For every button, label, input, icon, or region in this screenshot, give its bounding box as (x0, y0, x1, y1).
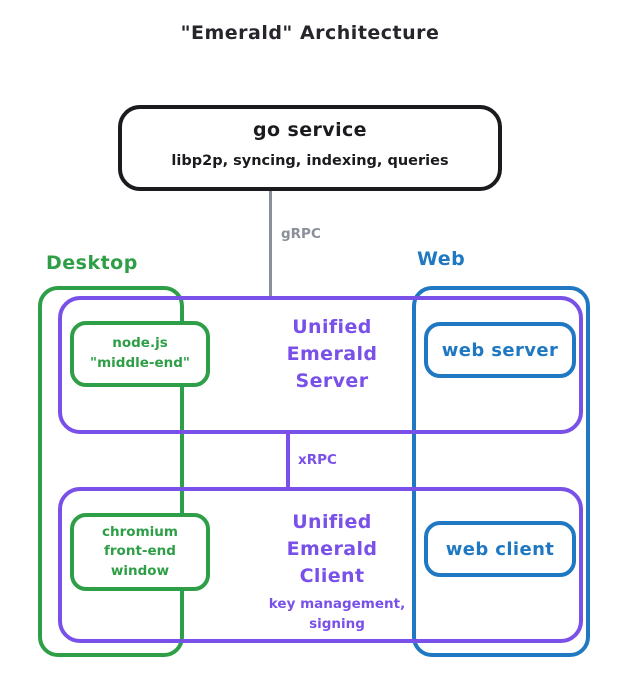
unified-emerald-client-band: Unified Emerald Client key management, s… (58, 487, 583, 643)
unified-emerald-server-band: Unified Emerald Server (58, 296, 583, 434)
node-js-box: node.js "middle-end" (70, 321, 210, 387)
server-title-line-2: Emerald (286, 342, 378, 365)
web-group-label: Web (417, 248, 466, 270)
desktop-group-container (38, 286, 184, 657)
go-service-subtitle: libp2p, syncing, indexing, queries (171, 153, 449, 169)
xrpc-connector-label: xRPC (298, 452, 337, 468)
unified-emerald-client-title: Unified Emerald Client (252, 509, 412, 590)
web-client-box: web client (424, 521, 576, 577)
xrpc-connector-line (286, 430, 290, 490)
grpc-connector-line (269, 191, 272, 298)
web-server-box-text: web server (441, 339, 559, 361)
unified-emerald-server-title: Unified Emerald Server (252, 314, 412, 395)
chromium-line-1: chromium (102, 523, 178, 540)
client-title-line-1: Unified (292, 511, 372, 533)
grpc-connector-label: gRPC (281, 226, 321, 242)
page-title: "Emerald" Architecture (180, 22, 440, 44)
web-group-container (412, 286, 590, 657)
client-subtitle-line-2: signing (309, 615, 365, 632)
server-title-line-1: Unified (292, 316, 372, 338)
go-service-title: go service (253, 119, 367, 141)
node-js-line-1: node.js (112, 335, 168, 352)
chromium-line-2: front-end (104, 543, 176, 560)
chromium-box-text: chromium front-end window (102, 523, 178, 582)
desktop-group-label: Desktop (46, 252, 138, 274)
web-client-box-text: web client (445, 538, 555, 560)
chromium-front-end-window-box: chromium front-end window (70, 513, 210, 591)
go-service-box: go service libp2p, syncing, indexing, qu… (118, 105, 502, 191)
unified-emerald-client-subtitle: key management, signing (252, 595, 422, 634)
client-title-line-3: Client (299, 564, 365, 587)
client-subtitle-line-1: key management, (268, 596, 406, 612)
client-title-line-2: Emerald (286, 537, 378, 560)
node-js-box-text: node.js "middle-end" (90, 334, 190, 373)
node-js-line-2: "middle-end" (90, 355, 190, 371)
server-title-line-3: Server (295, 369, 369, 392)
web-server-box: web server (424, 322, 576, 378)
chromium-line-3: window (110, 562, 170, 579)
